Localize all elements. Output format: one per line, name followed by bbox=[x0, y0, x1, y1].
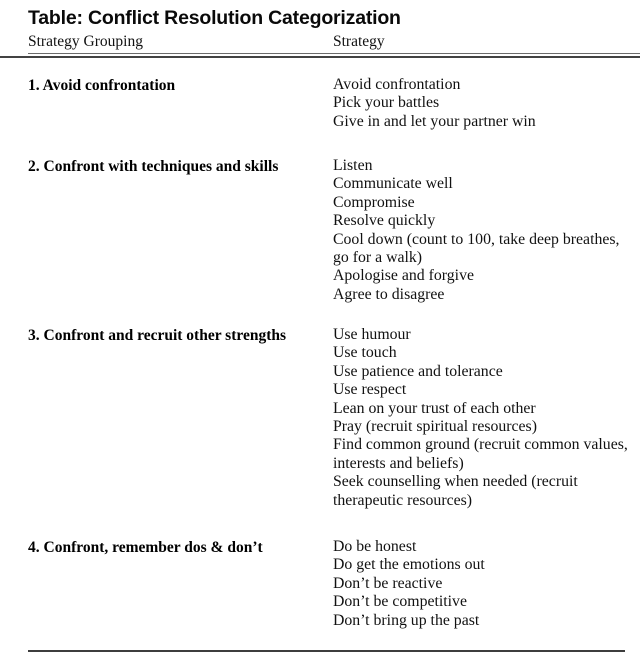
strategy-list-cell: Avoid confrontation Pick your battles Gi… bbox=[333, 76, 637, 131]
strategy-grouping-cell: 1. Avoid confrontation bbox=[28, 77, 176, 94]
strategy-grouping-cell: 3. Confront and recruit other strengths bbox=[28, 327, 287, 344]
list-item: Pray (recruit spiritual resources) bbox=[333, 418, 537, 436]
list-item: Do get the emotions out bbox=[333, 556, 485, 574]
page-title: Table: Conflict Resolution Categorizatio… bbox=[28, 7, 401, 29]
list-item: Don’t be competitive bbox=[333, 593, 467, 611]
list-item: Seek counselling when needed (recruit th… bbox=[333, 473, 578, 509]
list-item: Resolve quickly bbox=[333, 212, 436, 230]
list-item: Use patience and tolerance bbox=[333, 362, 503, 380]
list-item: Don’t bring up the past bbox=[333, 611, 480, 629]
column-header-strategy-grouping: Strategy Grouping bbox=[28, 33, 143, 50]
strategy-grouping-cell: 4. Confront, remember dos & don’t bbox=[28, 539, 263, 556]
list-item: Listen bbox=[333, 157, 373, 174]
list-item: Lean on your trust of each other bbox=[333, 399, 536, 417]
list-item: Find common ground (recruit common value… bbox=[333, 436, 628, 472]
list-item: Compromise bbox=[333, 193, 415, 211]
list-item: Use touch bbox=[333, 344, 397, 362]
table-bottom-rule bbox=[28, 650, 625, 652]
list-item: Use respect bbox=[333, 381, 407, 399]
header-rule-thin bbox=[28, 53, 640, 54]
list-item: Communicate well bbox=[333, 175, 453, 193]
list-item: Cool down (count to 100, take deep breat… bbox=[333, 230, 620, 267]
list-item: Don’t be reactive bbox=[333, 574, 443, 592]
list-item: Give in and let your partner win bbox=[333, 112, 536, 130]
list-item: Pick your battles bbox=[333, 94, 440, 112]
header-rule-thick bbox=[0, 56, 640, 58]
list-item: Do be honest bbox=[333, 538, 417, 555]
list-item: Use humour bbox=[333, 326, 411, 343]
list-item: Apologise and forgive bbox=[333, 267, 474, 285]
strategy-list-cell: Do be honest Do get the emotions out Don… bbox=[333, 538, 637, 630]
list-item: Avoid confrontation bbox=[333, 76, 461, 93]
column-header-strategy: Strategy bbox=[333, 33, 385, 50]
strategy-list-cell: Use humour Use touch Use patience and to… bbox=[333, 326, 637, 510]
list-item: Agree to disagree bbox=[333, 285, 445, 303]
strategy-grouping-cell: 2. Confront with techniques and skills bbox=[28, 158, 279, 175]
strategy-list-cell: Listen Communicate well Compromise Resol… bbox=[333, 157, 637, 304]
